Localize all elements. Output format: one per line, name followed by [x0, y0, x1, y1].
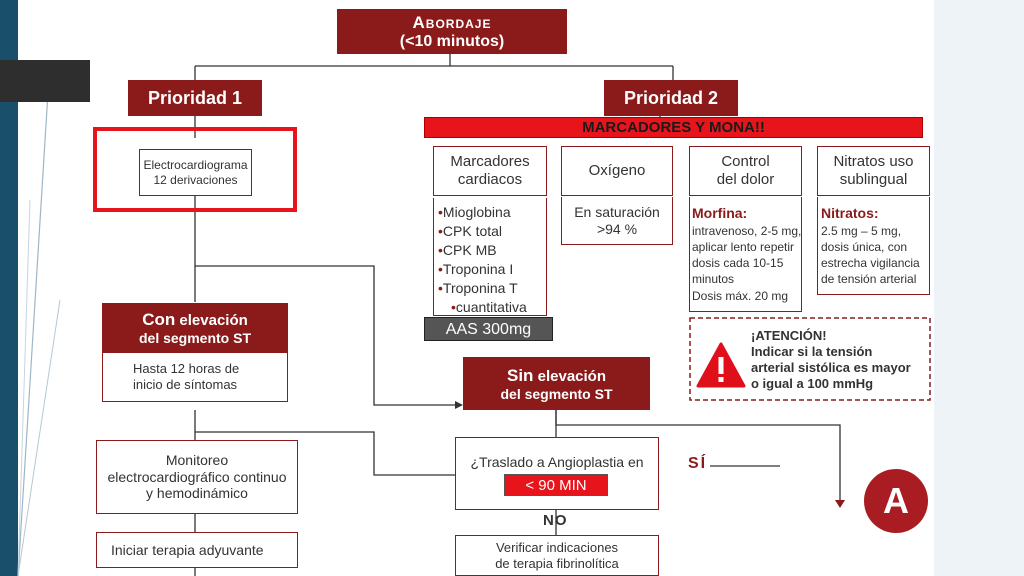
time-badge: < 90 MIN [504, 474, 608, 496]
warning-icon [696, 342, 746, 388]
nitratos-detail: Nitratos: 2.5 mg – 5 mg, dosis única, co… [821, 204, 929, 288]
atencion-line: o igual a 100 mmHg [751, 376, 874, 391]
prioridad-1-box: Prioridad 1 [128, 80, 262, 116]
option-a-circle: A [864, 469, 928, 533]
marcadores-title-1: Marcadores [450, 153, 530, 170]
atencion-line: arterial sistólica es mayor [751, 360, 911, 375]
monitoreo-line: Monitoreo [165, 451, 229, 468]
dolor-detail-box [689, 197, 802, 312]
ecg-box: Electrocardiograma 12 derivaciones [139, 149, 252, 196]
dolor-title-1: Control [721, 153, 770, 170]
aas-text: AAS 300mg [445, 321, 532, 338]
left-decorative-stripes [17, 59, 61, 576]
prioridad-1-label: Prioridad 1 [147, 87, 243, 108]
nitratos-title-2: sublingual [839, 171, 908, 188]
abordaje-box: Abordaje (<10 minutos) [337, 9, 567, 54]
monitoreo-line: y hemodinámico [146, 485, 248, 502]
marcadores-list: Mioglobina CPK total CPK MB Troponina I … [438, 203, 548, 317]
oxigeno-text-1: En saturación [574, 203, 660, 220]
oxigeno-detail: En saturación >94 % [561, 197, 673, 245]
marcador-item-continuation: cuantitativa [438, 298, 548, 317]
marcadores-header: Marcadores cardiacos [433, 146, 547, 196]
sin-st-line-1: Sin elevación [507, 366, 606, 386]
marcador-item: Troponina T [438, 279, 548, 298]
oxigeno-header: Oxígeno [561, 146, 673, 196]
dolor-line: Dosis máx. 20 mg [692, 288, 789, 303]
dolor-line: intravenoso, 2-5 mg, [692, 223, 802, 238]
ecg-line-1: Electrocardiograma [143, 158, 248, 173]
atencion-text: ¡ATENCIÓN! Indicar si la tensión arteria… [751, 328, 929, 392]
traslado-question: ¿Traslado a Angioplastia en [470, 454, 644, 470]
con-st-rest: elevación [179, 312, 248, 329]
slide-dark-tab [0, 60, 90, 102]
atencion-title: ¡ATENCIÓN! [751, 328, 827, 343]
con-st-detail-line: inicio de síntomas [133, 377, 238, 392]
marcadores-mona-banner: MARCADORES Y MONA!! [424, 117, 923, 138]
time-badge-text: < 90 MIN [525, 477, 587, 494]
con-st-detail-line: Hasta 12 horas de [133, 361, 240, 377]
marcador-item: Troponina I [438, 260, 548, 279]
sin-st-box: Sin elevación del segmento ST [463, 357, 650, 410]
option-a-letter: A [883, 480, 909, 521]
dolor-detail: Morfina: intravenoso, 2-5 mg, aplicar le… [692, 204, 802, 304]
dolor-line: minutos [692, 272, 735, 287]
dolor-title-2: del dolor [716, 171, 775, 188]
left-accent-bar [0, 0, 18, 576]
aas-label: AAS 300mg [424, 317, 553, 341]
sin-st-rest: elevación [537, 367, 606, 385]
ecg-highlight-frame [93, 127, 297, 212]
prioridad-2-label: Prioridad 2 [623, 87, 719, 108]
con-st-line-2: del segmento ST [138, 330, 252, 346]
marcadores-title-2: cardiacos [457, 171, 523, 188]
traslado-box: ¿Traslado a Angioplastia en [455, 437, 659, 510]
dolor-drug: Morfina: [692, 205, 748, 221]
dolor-line: aplicar lento repetir [692, 240, 795, 255]
banner-text: MARCADORES Y MONA!! [582, 119, 765, 136]
right-background [934, 0, 1024, 576]
nitratos-line: de tensión arterial [821, 272, 917, 287]
verificar-box: Verificar indicaciones de terapia fibrin… [455, 535, 659, 576]
monitoreo-line: electrocardiográfico continuo [107, 468, 287, 485]
terapia-box: Iniciar terapia adyuvante [96, 532, 298, 568]
dolor-line: dosis cada 10-15 [692, 256, 784, 271]
ecg-line-2: 12 derivaciones [153, 172, 238, 187]
nitratos-header: Nitratos uso sublingual [817, 146, 930, 196]
nitratos-title-1: Nitratos uso [833, 153, 914, 170]
dolor-header: Control del dolor [689, 146, 802, 196]
atencion-line: Indicar si la tensión [751, 344, 873, 359]
monitoreo-box: Monitoreo electrocardiográfico continuo … [96, 440, 298, 514]
oxigeno-text-2: >94 % [596, 220, 638, 237]
terapia-label: Iniciar terapia adyuvante [111, 541, 264, 558]
nitratos-line: dosis única, con [821, 240, 908, 255]
verificar-line: Verificar indicaciones [495, 539, 619, 555]
verificar-line: de terapia fibrinolítica [495, 555, 619, 571]
abordaje-title: Abordaje [412, 12, 492, 32]
con-st-line-1: Con elevación [142, 310, 248, 330]
nitratos-line: estrecha vigilancia [821, 256, 920, 271]
marcador-item: Mioglobina [438, 203, 548, 222]
nitratos-drug: Nitratos: [821, 205, 879, 221]
prioridad-2-box: Prioridad 2 [604, 80, 738, 116]
nitratos-line: 2.5 mg – 5 mg, [821, 223, 902, 238]
con-st-detail: Hasta 12 horas de inicio de síntomas [102, 353, 288, 402]
si-label: SÍ [688, 455, 708, 472]
marcador-item: CPK total [438, 222, 548, 241]
con-st-bold: Con [142, 310, 176, 329]
sin-st-line-2: del segmento ST [500, 385, 613, 402]
sin-st-bold: Sin [507, 365, 534, 385]
oxigeno-title: Oxígeno [588, 162, 646, 179]
no-label: NO [543, 512, 568, 529]
abordaje-subtitle: (<10 minutos) [399, 32, 505, 50]
con-st-box: Con elevación del segmento ST [102, 303, 288, 353]
marcador-item: CPK MB [438, 241, 548, 260]
nitratos-detail-box [817, 197, 930, 295]
